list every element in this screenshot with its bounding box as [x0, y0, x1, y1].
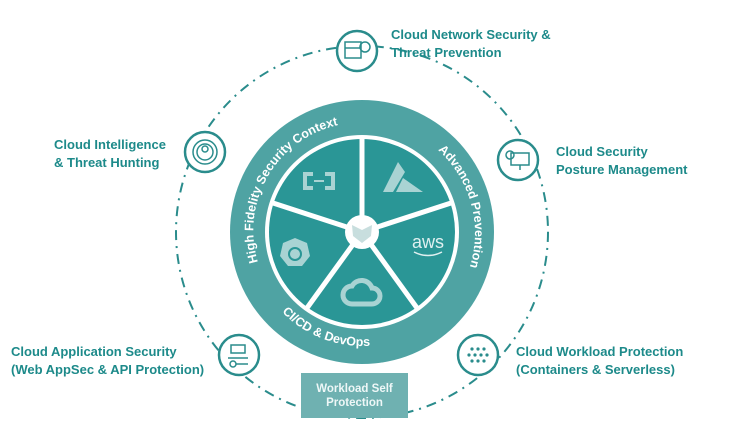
node-label-intelligence: Cloud Intelligence& Threat Hunting: [54, 137, 166, 170]
shield-logo-icon: [352, 225, 372, 243]
node-circle-appsec: [217, 333, 261, 377]
azure-icon: [383, 162, 423, 192]
node-label-workload: Cloud Workload Protection(Containers & S…: [516, 344, 684, 377]
dot-grid-icon: [467, 347, 489, 363]
kubernetes-icon: [280, 238, 310, 266]
node-label-network: Cloud Network Security &Threat Preventio…: [391, 27, 551, 60]
alibaba-cloud-icon: [303, 172, 335, 190]
cloud-key-icon: [228, 344, 248, 368]
firewall-globe-icon: [344, 41, 371, 59]
node-circle-posture: [496, 138, 540, 182]
node-label-appsec: Cloud Application Security(Web AppSec & …: [11, 344, 205, 377]
monitor-magnifier-icon: [505, 150, 530, 170]
node-circle-network: [335, 29, 379, 73]
node-circle-workload: [456, 333, 500, 377]
orbit-dashed-circle: [175, 45, 549, 419]
target-person-icon: [192, 139, 218, 165]
aws-smile: [413, 251, 443, 257]
google-cloud-icon: [340, 278, 383, 307]
aws-icon: aws: [412, 232, 444, 252]
